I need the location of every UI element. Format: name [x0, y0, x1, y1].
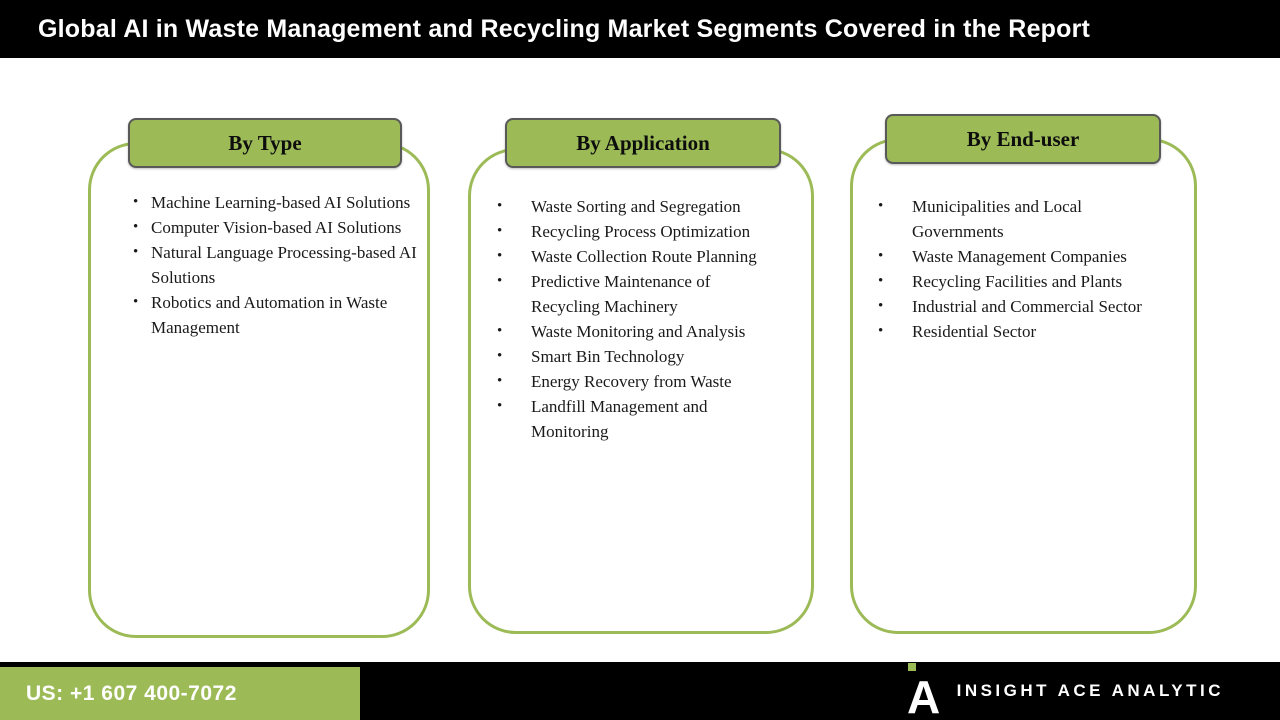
list-item-text: Industrial and Commercial Sector [912, 297, 1142, 316]
list-item: Waste Sorting and Segregation [497, 194, 759, 219]
list-item-text: Natural Language Processing-based AI Sol… [151, 243, 417, 287]
list-item-text: Residential Sector [912, 322, 1037, 341]
segment-header-by-end-user: By End-user [885, 114, 1161, 164]
segment-header-label: By Type [228, 130, 302, 155]
list-item-text: Waste Sorting and Segregation [531, 197, 741, 216]
list-item: Waste Management Companies [878, 244, 1160, 269]
segment-header-by-application: By Application [505, 118, 781, 168]
phone-number: US: +1 607 400-7072 [26, 681, 237, 705]
list-item-text: Waste Management Companies [912, 247, 1127, 266]
list-item: Residential Sector [878, 319, 1160, 344]
list-item-text: Waste Monitoring and Analysis [531, 322, 746, 341]
page-title: Global AI in Waste Management and Recycl… [38, 14, 1091, 43]
segment-header-label: By Application [576, 130, 710, 155]
brand-name: INSIGHT ACE ANALYTIC [956, 681, 1224, 700]
list-item: Waste Monitoring and Analysis [497, 319, 759, 344]
phone-box: US: +1 607 400-7072 [0, 667, 360, 720]
segment-list-by-end-user: Municipalities and Local Governments Was… [878, 194, 1160, 344]
list-item: Recycling Process Optimization [497, 219, 759, 244]
list-item-text: Predictive Maintenance of Recycling Mach… [531, 272, 711, 316]
list-item-text: Landfill Management and Monitoring [531, 397, 708, 441]
brand-block: A INSIGHT ACE ANALYTIC [905, 662, 1224, 720]
title-bar: Global AI in Waste Management and Recycl… [0, 0, 1280, 58]
segment-header-label: By End-user [966, 126, 1080, 151]
footer-bar: US: +1 607 400-7072 A INSIGHT ACE ANALYT… [0, 662, 1280, 720]
list-item-text: Smart Bin Technology [531, 347, 685, 366]
list-item-text: Recycling Facilities and Plants [912, 272, 1123, 291]
list-item: Landfill Management and Monitoring [497, 394, 759, 444]
segment-header-by-type: By Type [128, 118, 402, 168]
list-item: Robotics and Automation in Waste Managem… [133, 290, 418, 340]
list-item: Waste Collection Route Planning [497, 244, 759, 269]
list-item-text: Recycling Process Optimization [531, 222, 751, 241]
insightace-logo-icon: A [907, 663, 940, 717]
segment-list-by-application: Waste Sorting and Segregation Recycling … [497, 194, 759, 444]
list-item: Municipalities and Local Governments [878, 194, 1160, 244]
list-item-text: Robotics and Automation in Waste Managem… [151, 293, 388, 337]
list-item-text: Machine Learning-based AI Solutions [151, 193, 411, 212]
list-item: Industrial and Commercial Sector [878, 294, 1160, 319]
list-item: Computer Vision-based AI Solutions [133, 215, 418, 240]
list-item: Natural Language Processing-based AI Sol… [133, 240, 418, 290]
list-item: Smart Bin Technology [497, 344, 759, 369]
list-item: Predictive Maintenance of Recycling Mach… [497, 269, 759, 319]
svg-text:A: A [907, 671, 940, 717]
list-item-text: Computer Vision-based AI Solutions [151, 218, 402, 237]
list-item: Machine Learning-based AI Solutions [133, 190, 418, 215]
list-item: Recycling Facilities and Plants [878, 269, 1160, 294]
list-item-text: Municipalities and Local Governments [912, 197, 1082, 241]
list-item: Energy Recovery from Waste [497, 369, 759, 394]
list-item-text: Waste Collection Route Planning [531, 247, 757, 266]
segment-list-by-type: Machine Learning-based AI Solutions Comp… [133, 190, 418, 340]
list-item-text: Energy Recovery from Waste [531, 372, 732, 391]
